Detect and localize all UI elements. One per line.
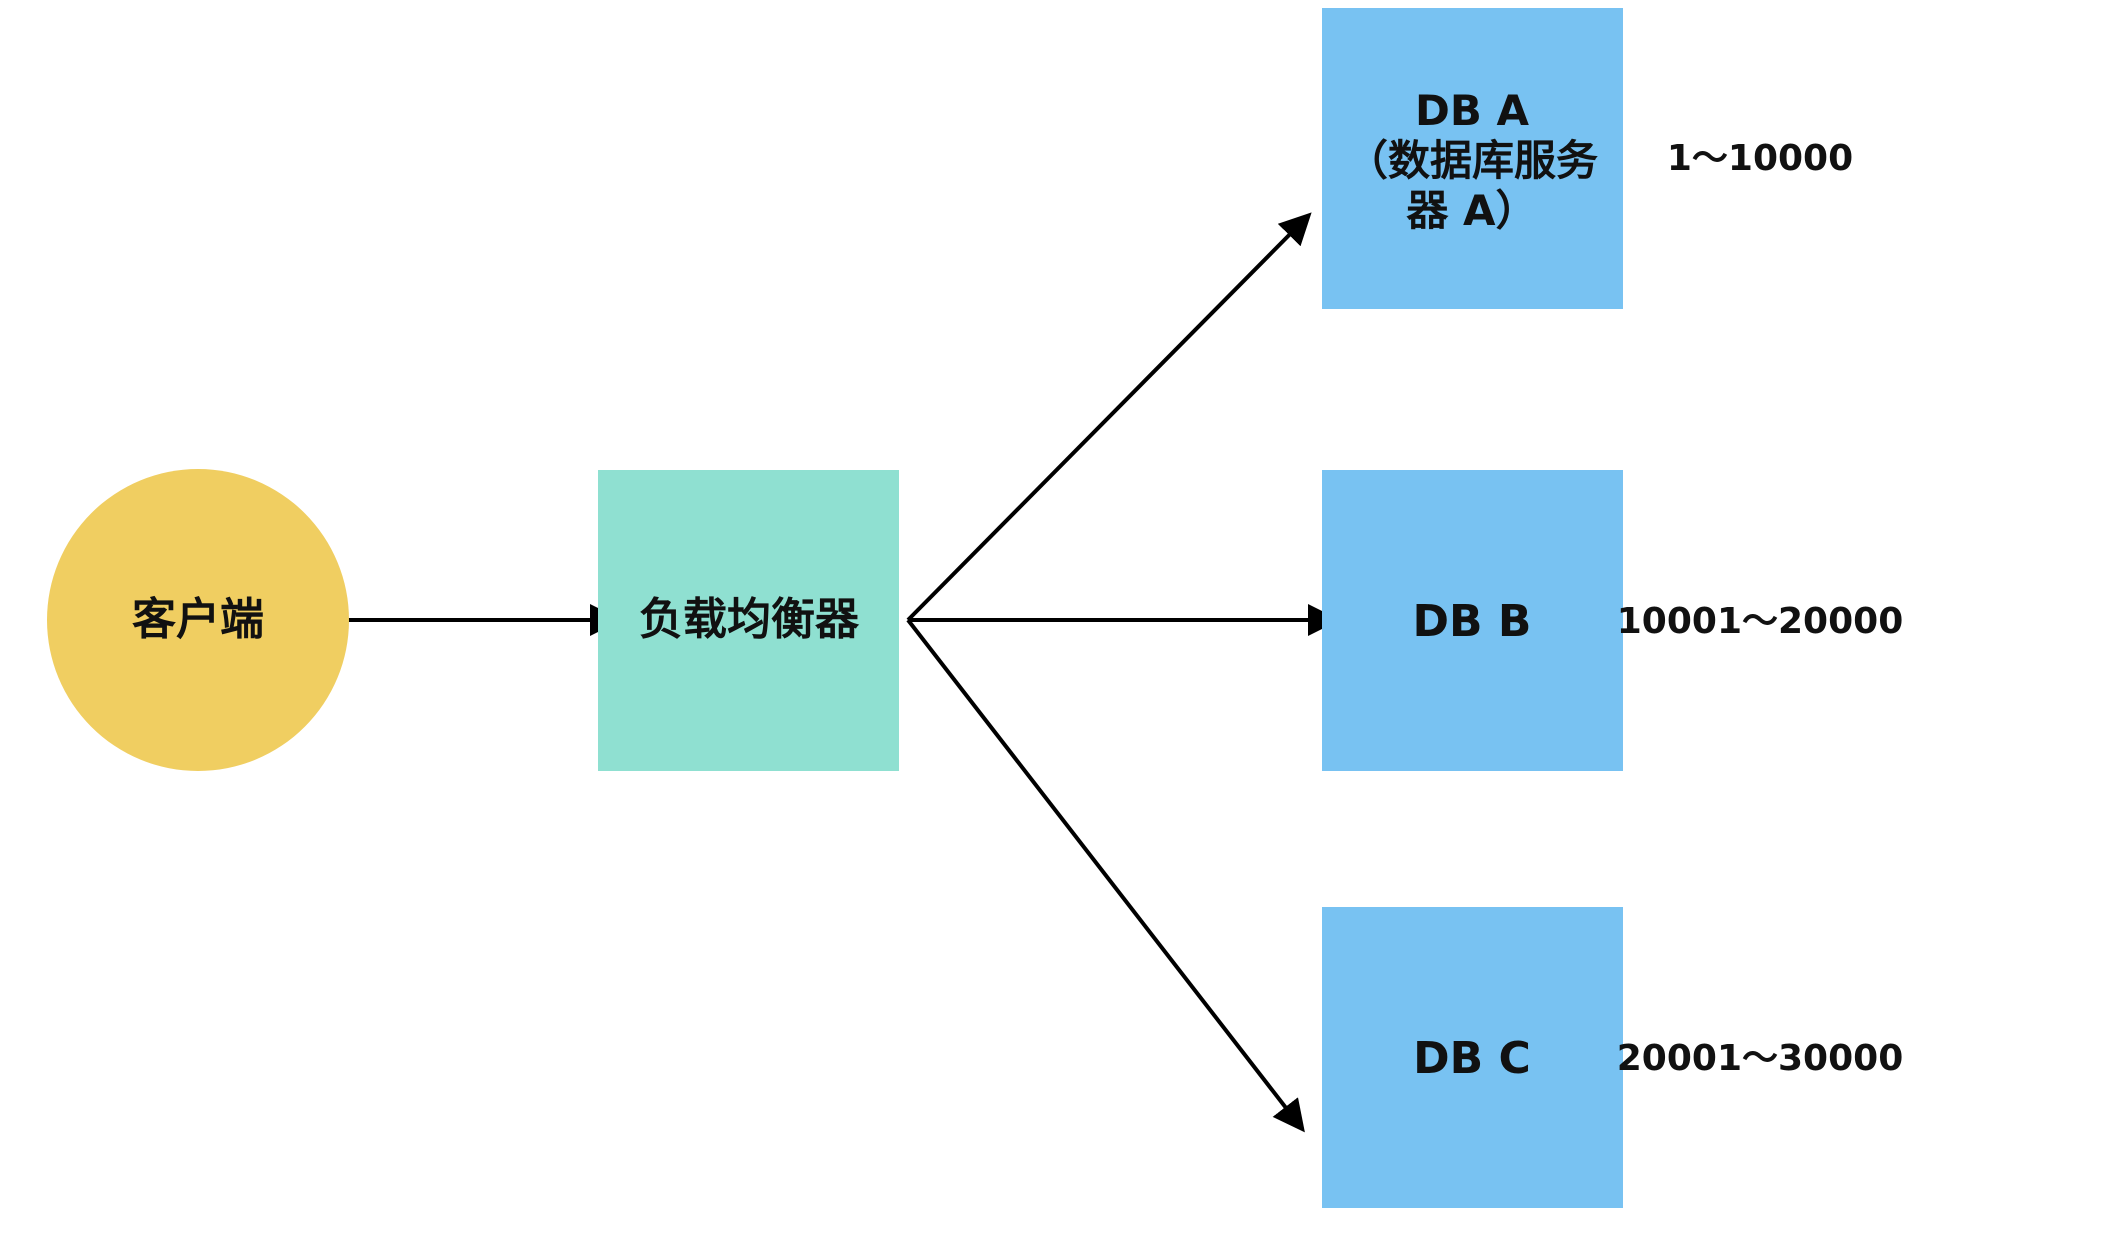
client-node [47,469,349,771]
db-a-node [1322,8,1623,309]
arrow-lb-to-db-c [906,618,1305,1133]
db-a-range: 1～10000 [1667,138,1853,179]
load-balancer-node [598,470,899,771]
db-c-label: DB C [1413,1033,1531,1084]
load-balancer-label: 负载均衡器 [639,594,860,645]
client-label: 客户端 [132,594,264,645]
db-c-range: 20001～30000 [1617,1038,1904,1079]
db-b-range: 10001～20000 [1617,601,1904,642]
db-b-node [1322,470,1623,771]
db-b-label: DB B [1413,596,1532,647]
db-a-label-line1: DB A [1415,86,1529,135]
arrow-lb-to-db-a [906,212,1312,622]
db-c-node [1322,907,1623,1208]
db-a-label-line3: 器 A） [1406,186,1537,235]
db-a-label-line2: （数据库服务 [1346,136,1598,185]
